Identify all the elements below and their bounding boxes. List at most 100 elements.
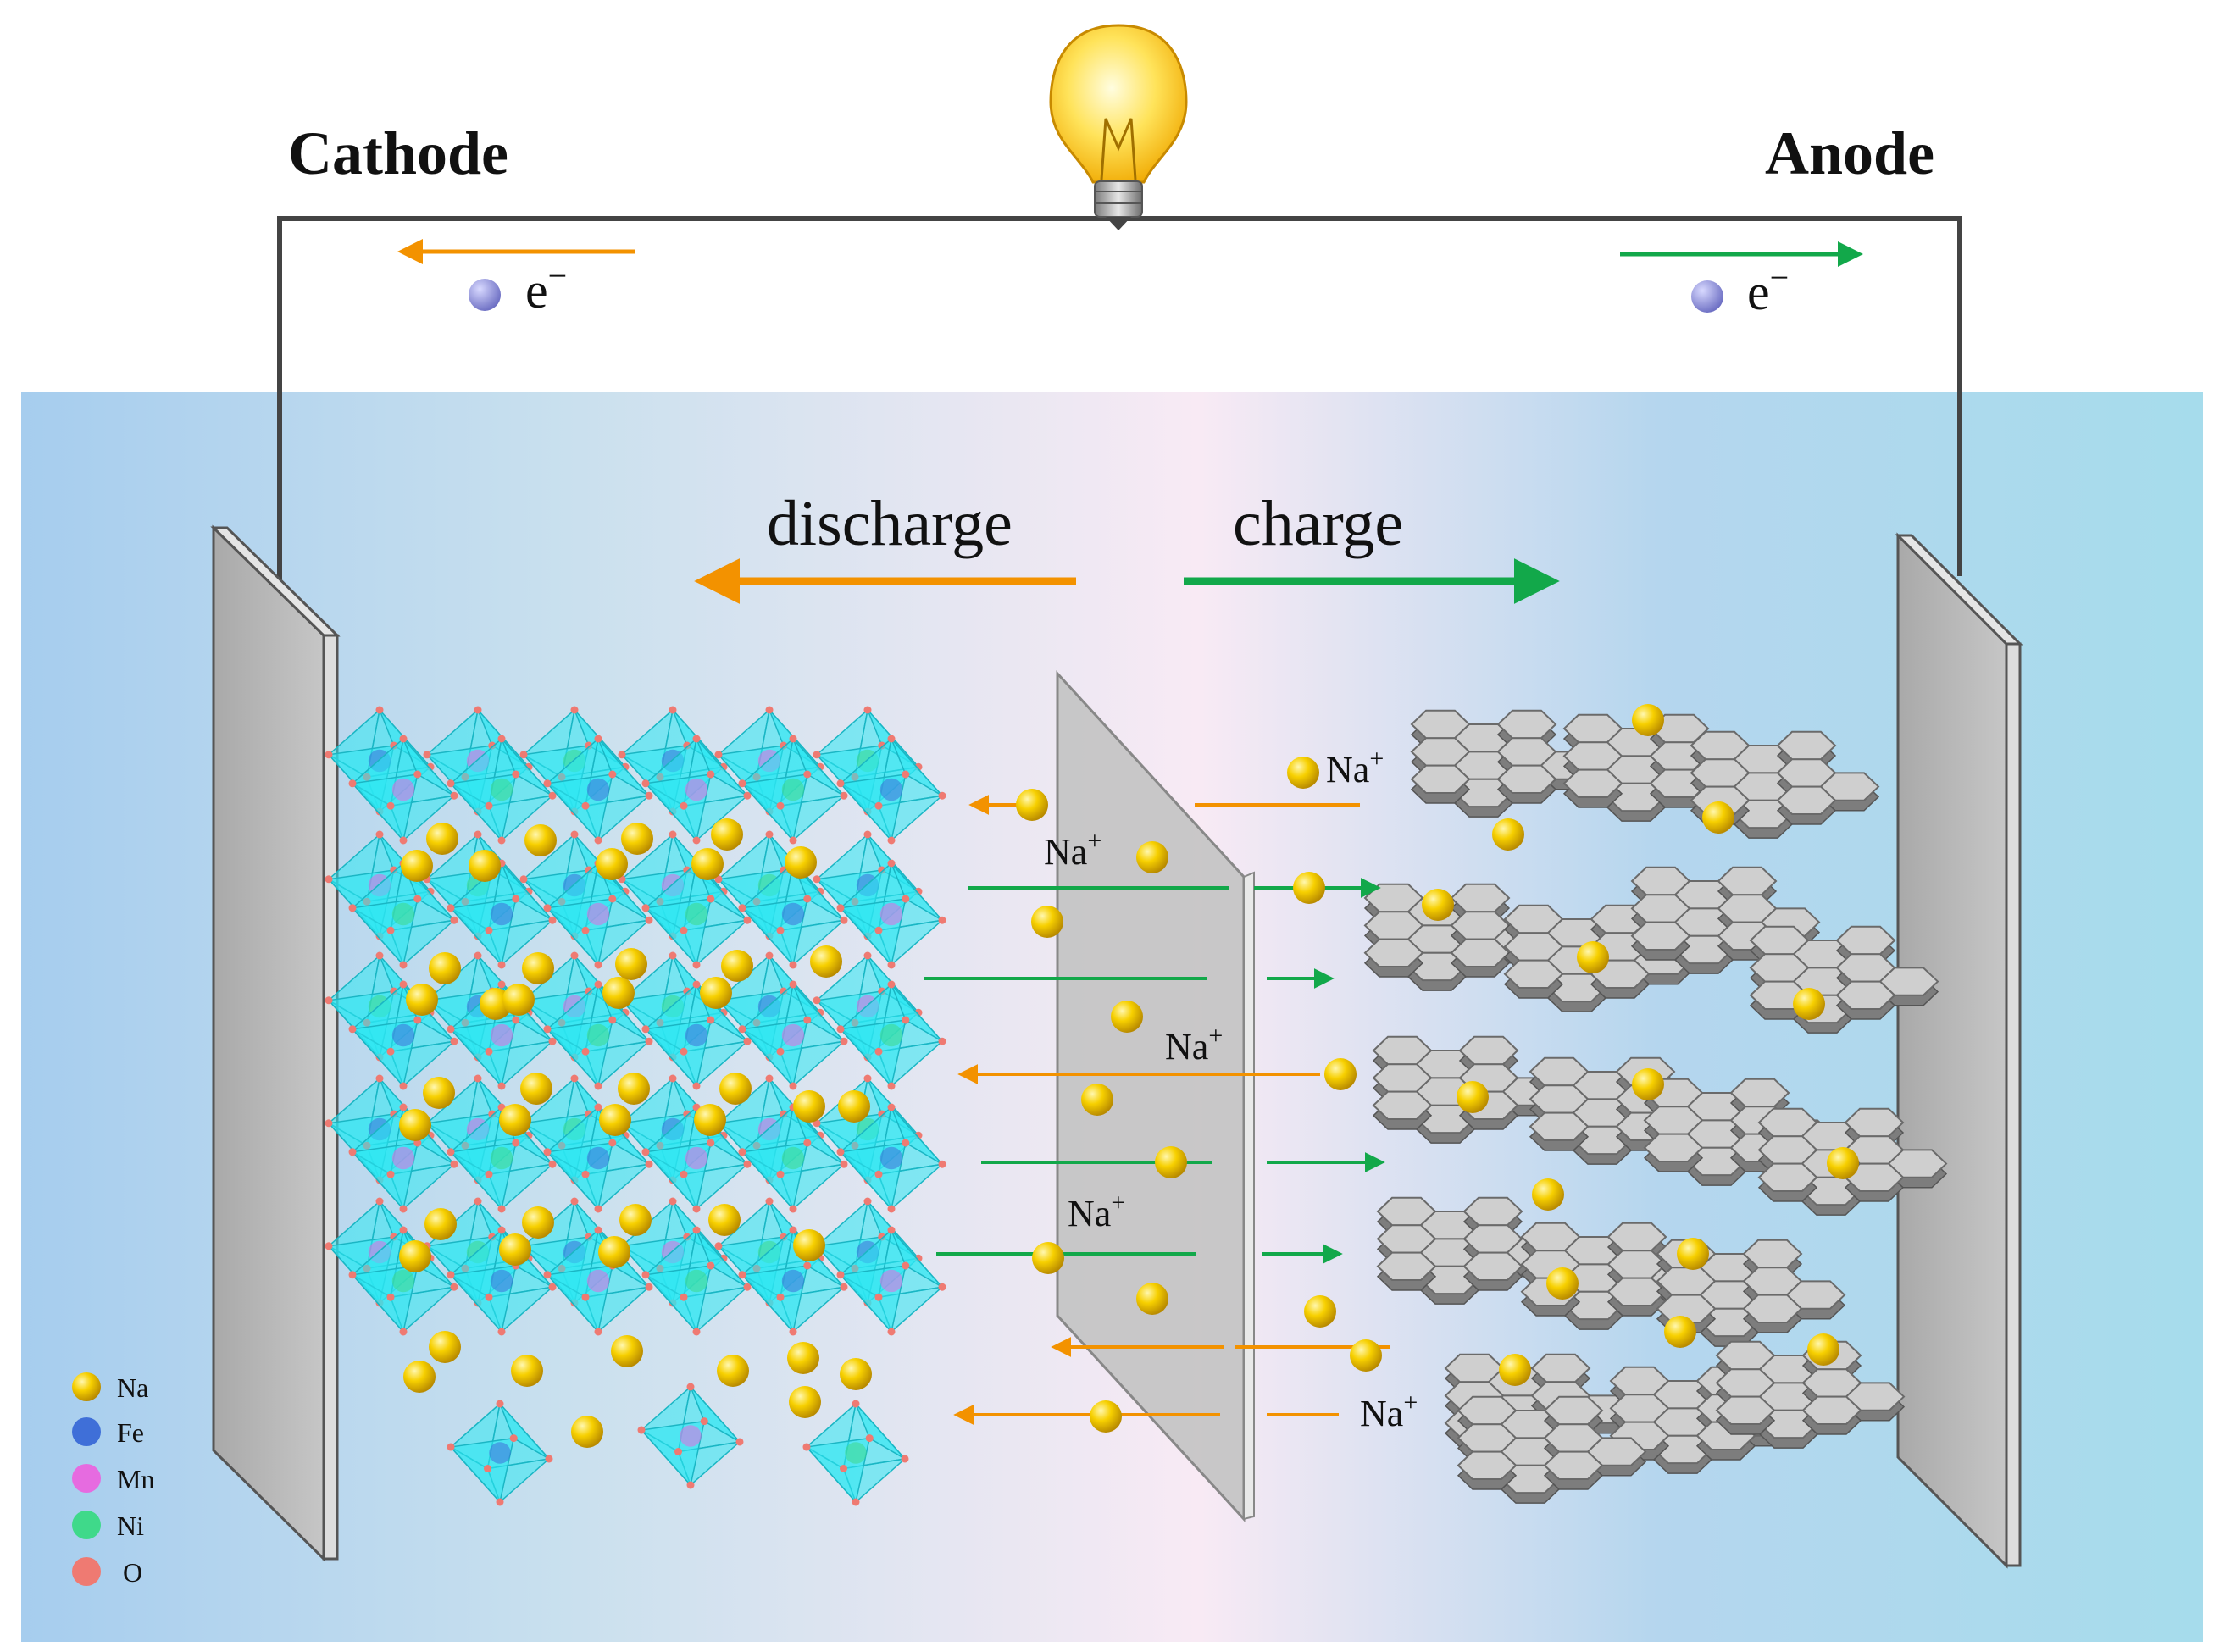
sodium-ion <box>469 850 501 882</box>
transition-metal-octahedron <box>836 1103 946 1213</box>
sodium-ion <box>571 1416 603 1448</box>
transition-metal-octahedron <box>836 735 946 845</box>
cathode-layered-oxide-lattice <box>325 706 946 1506</box>
graphene-sheet <box>1503 904 1694 1012</box>
transition-metal-octahedron <box>447 1400 553 1506</box>
sodium-ion <box>406 984 438 1016</box>
sodium-ion <box>793 1229 825 1261</box>
transition-metal-octahedron <box>447 859 557 969</box>
na-ion-label: Na+ <box>1165 1022 1223 1067</box>
sodium-ion <box>1532 1178 1564 1211</box>
graphene-sheet <box>1656 1239 1846 1347</box>
transition-metal-octahedron <box>802 1400 909 1506</box>
sodium-ions <box>399 704 1859 1448</box>
sodium-ion <box>700 977 732 1009</box>
cathode-current-collector <box>210 524 341 1562</box>
discharge-label: discharge <box>767 488 1013 559</box>
sodium-ion <box>717 1355 749 1387</box>
legend-item-mn: Mn <box>72 1464 154 1494</box>
sodium-ion <box>511 1355 543 1387</box>
legend-item-ni: Ni <box>72 1511 144 1541</box>
sodium-ion <box>403 1361 436 1393</box>
transition-metal-octahedron <box>641 980 752 1090</box>
svg-text:Na: Na <box>117 1372 148 1403</box>
na-ion-label: Na+ <box>1326 745 1384 790</box>
transition-metal-octahedron <box>447 1226 557 1336</box>
transition-metal-octahedron <box>738 735 848 845</box>
sodium-ion <box>787 1342 819 1374</box>
sodium-ion <box>691 848 724 880</box>
sodium-ion <box>602 977 635 1009</box>
sodium-ion <box>524 824 557 856</box>
sodium-ion <box>502 984 535 1016</box>
sodium-ion <box>1304 1295 1336 1328</box>
electron-label-anode: e− <box>1747 258 1789 320</box>
legend-item-na: Na <box>72 1372 148 1403</box>
sodium-ion <box>711 818 743 851</box>
sodium-ion <box>1632 1068 1664 1100</box>
sodium-ion <box>1293 872 1325 904</box>
sodium-ion <box>1702 801 1734 834</box>
sodium-ion <box>1827 1147 1859 1179</box>
svg-text:Fe: Fe <box>117 1417 144 1448</box>
transition-metal-octahedron <box>641 1103 752 1213</box>
transition-metal-octahedron <box>447 1103 557 1213</box>
transition-metal-octahedron <box>348 859 458 969</box>
sodium-ion <box>399 1109 431 1141</box>
electron-label-cathode: e− <box>525 257 567 319</box>
electron-icon <box>469 279 501 311</box>
sodium-ion <box>520 1073 552 1105</box>
sodium-ion <box>423 1077 455 1109</box>
transition-metal-octahedron <box>641 1226 752 1336</box>
sodium-ion <box>793 1090 825 1123</box>
graphene-sheet <box>1630 866 1821 974</box>
sodium-ion <box>785 846 817 879</box>
sodium-ion <box>1136 841 1168 873</box>
sodium-ion <box>399 1240 431 1272</box>
sodium-ion <box>721 950 753 982</box>
sodium-ion <box>838 1090 870 1123</box>
sodium-ion <box>719 1073 752 1105</box>
transition-metal-octahedron <box>543 1103 653 1213</box>
legend-item-fe: Fe <box>72 1417 144 1448</box>
transition-metal-octahedron <box>738 1103 848 1213</box>
sodium-ion <box>611 1335 643 1367</box>
transition-metal-octahedron <box>543 980 653 1090</box>
sodium-ion <box>621 823 653 855</box>
electron-icon <box>1691 280 1723 313</box>
sodium-ion <box>401 850 433 882</box>
sodium-ion <box>840 1358 872 1390</box>
transition-metal-octahedron <box>836 1226 946 1336</box>
sodium-ion <box>1422 889 1454 921</box>
graphene-sheet <box>1715 1340 1906 1449</box>
sodium-ion <box>499 1104 531 1136</box>
sodium-ion <box>810 945 842 978</box>
sodium-ion <box>694 1104 726 1136</box>
transition-metal-octahedron <box>641 735 752 845</box>
transition-metal-octahedron <box>738 980 848 1090</box>
transition-metal-octahedron <box>447 735 557 845</box>
sodium-ion <box>522 1206 554 1239</box>
na-ion-label: Na+ <box>1360 1389 1418 1434</box>
sodium-ion <box>499 1233 531 1266</box>
sodium-ion <box>1081 1084 1113 1116</box>
sodium-ion <box>1090 1400 1122 1433</box>
graphene-sheet <box>1749 925 1939 1034</box>
separator <box>1056 670 1255 1522</box>
sodium-ion <box>599 1104 631 1136</box>
sodium-ion <box>1324 1058 1357 1090</box>
sodium-ion <box>708 1204 741 1236</box>
anode-hard-carbon-layers <box>1363 709 1948 1504</box>
sodium-ion <box>1492 818 1524 851</box>
sodium-ion <box>1032 1242 1064 1274</box>
sodium-ion <box>618 1073 650 1105</box>
svg-text:Ni: Ni <box>117 1511 144 1541</box>
sodium-ion <box>1287 757 1319 789</box>
sodium-ion <box>615 948 647 980</box>
sodium-ion <box>619 1204 652 1236</box>
sodium-ion <box>1793 988 1825 1020</box>
sodium-ion <box>1546 1267 1579 1300</box>
sodium-ion <box>1155 1146 1187 1178</box>
svg-text:Mn: Mn <box>117 1464 154 1494</box>
